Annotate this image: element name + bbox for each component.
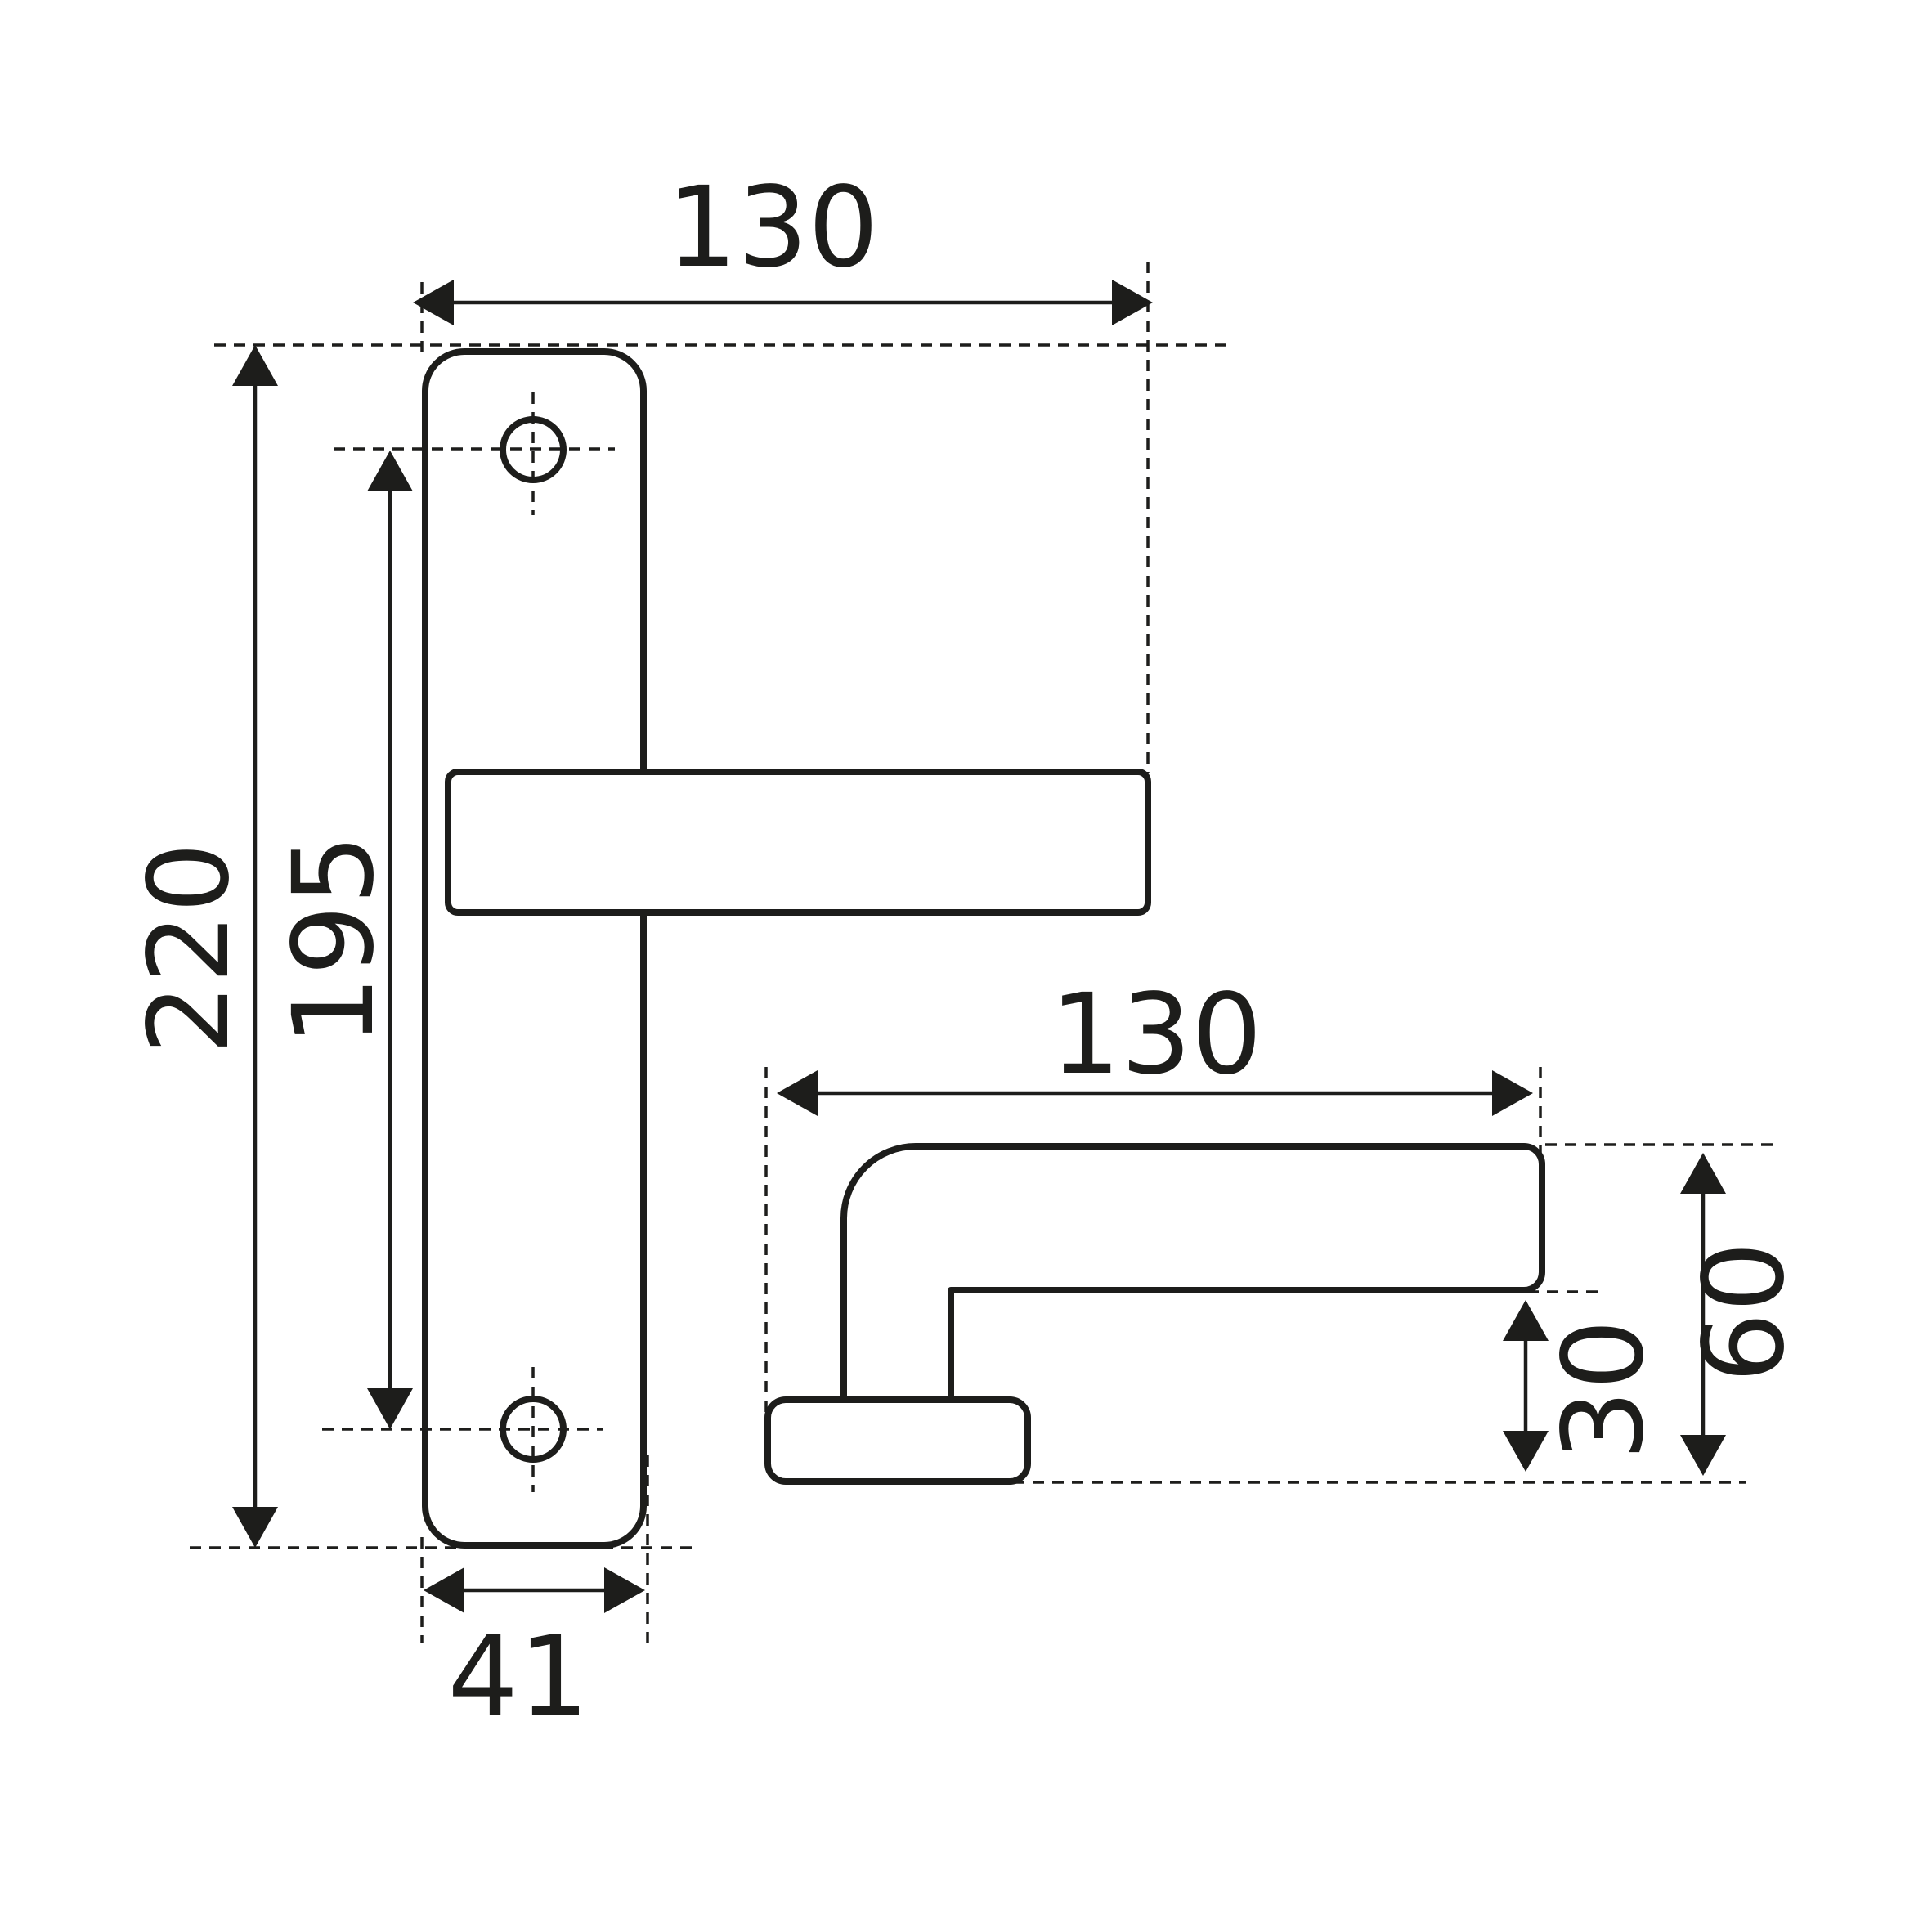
arrow-head [604,1567,645,1613]
arrow-head [424,1567,464,1613]
dim-side-offset: 30 [1503,1300,1669,1472]
dim-label-side-height: 60 [1680,1241,1809,1383]
dim-plate-lever-length: 130 [413,164,1153,325]
top-screw-hole [500,416,567,483]
dim-label-side-offset: 30 [1540,1319,1669,1460]
dim-label-plate-width: 41 [447,1613,589,1742]
arrow-head [232,1507,278,1548]
side-view: 130 60 30 [764,970,1809,1485]
dim-plate-height: 220 [125,345,278,1548]
dim-hole-spacing: 195 [270,451,413,1429]
dim-side-height: 60 [1680,1153,1809,1476]
arrow-head [777,1070,818,1116]
dim-label-plate-lever-length: 130 [666,164,879,293]
arrow-head [1503,1300,1549,1341]
dim-label-plate-height: 220 [125,842,254,1055]
lever-profile [840,1143,1545,1400]
dim-label-side-lever-length: 130 [1050,970,1262,1100]
arrow-head [367,451,413,491]
arrow-head [1503,1431,1549,1472]
arrow-head [367,1388,413,1429]
arrow-head [413,280,454,325]
arrow-head [1112,280,1153,325]
arrow-head [1680,1435,1726,1476]
lever-handle [445,769,1151,916]
rose-base [764,1396,1031,1485]
arrow-head [1492,1070,1533,1116]
backplate [422,348,647,1549]
arrow-head [1680,1153,1726,1194]
dim-plate-width: 41 [424,1567,645,1742]
front-view: 130 220 195 41 [125,164,1230,1742]
arrow-head [232,345,278,386]
dim-label-hole-spacing: 195 [270,834,399,1047]
dim-side-lever-length: 130 [777,970,1533,1116]
bottom-screw-hole [500,1396,567,1463]
